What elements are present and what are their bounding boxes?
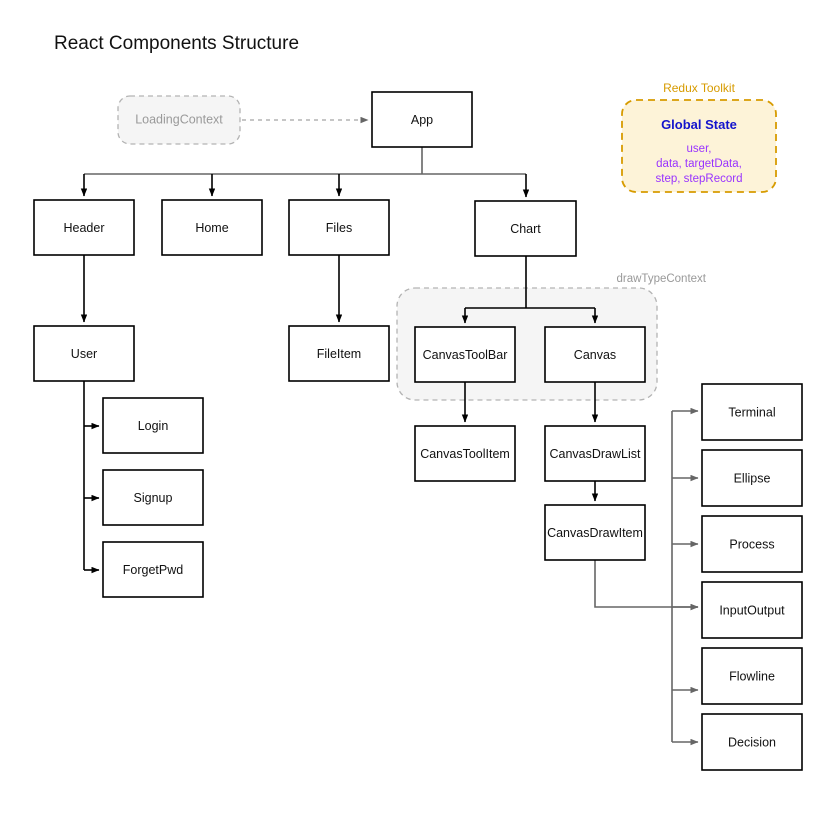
node-terminal-box[interactable] — [701, 383, 803, 441]
node-ellipse-label: Ellipse — [734, 471, 771, 485]
node-forget-pwd-box[interactable] — [102, 541, 204, 598]
node-canvas-draw-list-label: CanvasDrawList — [549, 447, 641, 461]
node-canvas-tool-bar-label: CanvasToolBar — [423, 348, 508, 362]
node-process-box[interactable] — [701, 515, 803, 573]
node-canvas-draw-item-box[interactable] — [544, 504, 646, 561]
node-flowline-box[interactable] — [701, 647, 803, 705]
node-ellipse[interactable]: Ellipse — [701, 449, 803, 507]
node-home[interactable]: Home — [161, 199, 263, 256]
edge-draw-item-to-shapes — [594, 560, 699, 611]
node-process[interactable]: Process — [701, 515, 803, 573]
node-input-output[interactable]: InputOutput — [701, 581, 803, 639]
node-decision-label: Decision — [728, 735, 776, 749]
node-files-label: Files — [326, 221, 352, 235]
loading-context-label: LoadingContext — [135, 112, 223, 126]
node-login-label: Login — [138, 419, 169, 433]
node-canvas-tool-bar-box[interactable] — [414, 326, 516, 383]
node-app[interactable]: App — [371, 91, 473, 148]
node-canvas-draw-item[interactable]: CanvasDrawItem — [544, 504, 646, 561]
global-state-item-0: user, — [687, 143, 712, 155]
node-canvas-tool-item-box[interactable] — [414, 425, 516, 482]
node-file-item-label: FileItem — [317, 347, 361, 361]
node-chart[interactable]: Chart — [474, 200, 577, 257]
global-state-title: Global State — [661, 117, 737, 132]
node-header-box[interactable] — [33, 199, 135, 256]
node-flowline-label: Flowline — [729, 669, 775, 683]
node-terminal-label: Terminal — [728, 405, 775, 419]
node-files[interactable]: Files — [288, 199, 390, 256]
node-canvas[interactable]: Canvas — [544, 326, 646, 383]
loading-context-box — [117, 95, 241, 145]
node-flowline[interactable]: Flowline — [701, 647, 803, 705]
node-input-output-label: InputOutput — [719, 603, 785, 617]
edge-chart-fork — [465, 256, 595, 309]
node-signup-box[interactable] — [102, 469, 204, 526]
connector-layer — [80, 116, 699, 746]
node-chart-label: Chart — [510, 222, 541, 236]
redux-toolkit-caption: Redux Toolkit — [663, 81, 735, 95]
node-home-label: Home — [195, 221, 228, 235]
global-state-item-1: data, targetData, — [656, 158, 742, 170]
node-ellipse-box[interactable] — [701, 449, 803, 507]
node-header-label: Header — [64, 221, 105, 235]
node-user-label: User — [71, 347, 97, 361]
draw-type-context-label: drawTypeContext — [617, 273, 707, 285]
node-forget-pwd[interactable]: ForgetPwd — [102, 541, 204, 598]
node-canvas-label: Canvas — [574, 348, 616, 362]
node-decision[interactable]: Decision — [701, 713, 803, 771]
node-login-box[interactable] — [102, 397, 204, 454]
node-signup-label: Signup — [134, 491, 173, 505]
node-canvas-tool-bar[interactable]: CanvasToolBar — [414, 326, 516, 383]
node-forget-pwd-label: ForgetPwd — [123, 563, 183, 577]
node-decision-box[interactable] — [701, 713, 803, 771]
node-canvas-draw-list[interactable]: CanvasDrawList — [544, 425, 646, 482]
page-title: React Components Structure — [54, 33, 299, 54]
node-user-box[interactable] — [33, 325, 135, 382]
node-user[interactable]: User — [33, 325, 135, 382]
edge-app-trunk — [84, 147, 526, 175]
node-canvas-draw-item-label: CanvasDrawItem — [547, 526, 643, 540]
node-chart-box[interactable] — [474, 200, 577, 257]
node-header[interactable]: Header — [33, 199, 135, 256]
global-state-box — [621, 99, 777, 193]
global-state-item-2: step, stepRecord — [656, 173, 743, 185]
node-canvas-box[interactable] — [544, 326, 646, 383]
node-app-box[interactable] — [371, 91, 473, 148]
node-file-item[interactable]: FileItem — [288, 325, 390, 382]
node-app-label: App — [411, 113, 433, 127]
context-region-loading-context: LoadingContext — [117, 95, 241, 145]
node-file-item-box[interactable] — [288, 325, 390, 382]
node-process-label: Process — [729, 537, 774, 551]
node-home-box[interactable] — [161, 199, 263, 256]
node-files-box[interactable] — [288, 199, 390, 256]
node-canvas-tool-item[interactable]: CanvasToolItem — [414, 425, 516, 482]
node-signup[interactable]: Signup — [102, 469, 204, 526]
node-login[interactable]: Login — [102, 397, 204, 454]
node-canvas-draw-list-box[interactable] — [544, 425, 646, 482]
node-terminal[interactable]: Terminal — [701, 383, 803, 441]
node-canvas-tool-item-label: CanvasToolItem — [420, 447, 510, 461]
node-input-output-box[interactable] — [701, 581, 803, 639]
